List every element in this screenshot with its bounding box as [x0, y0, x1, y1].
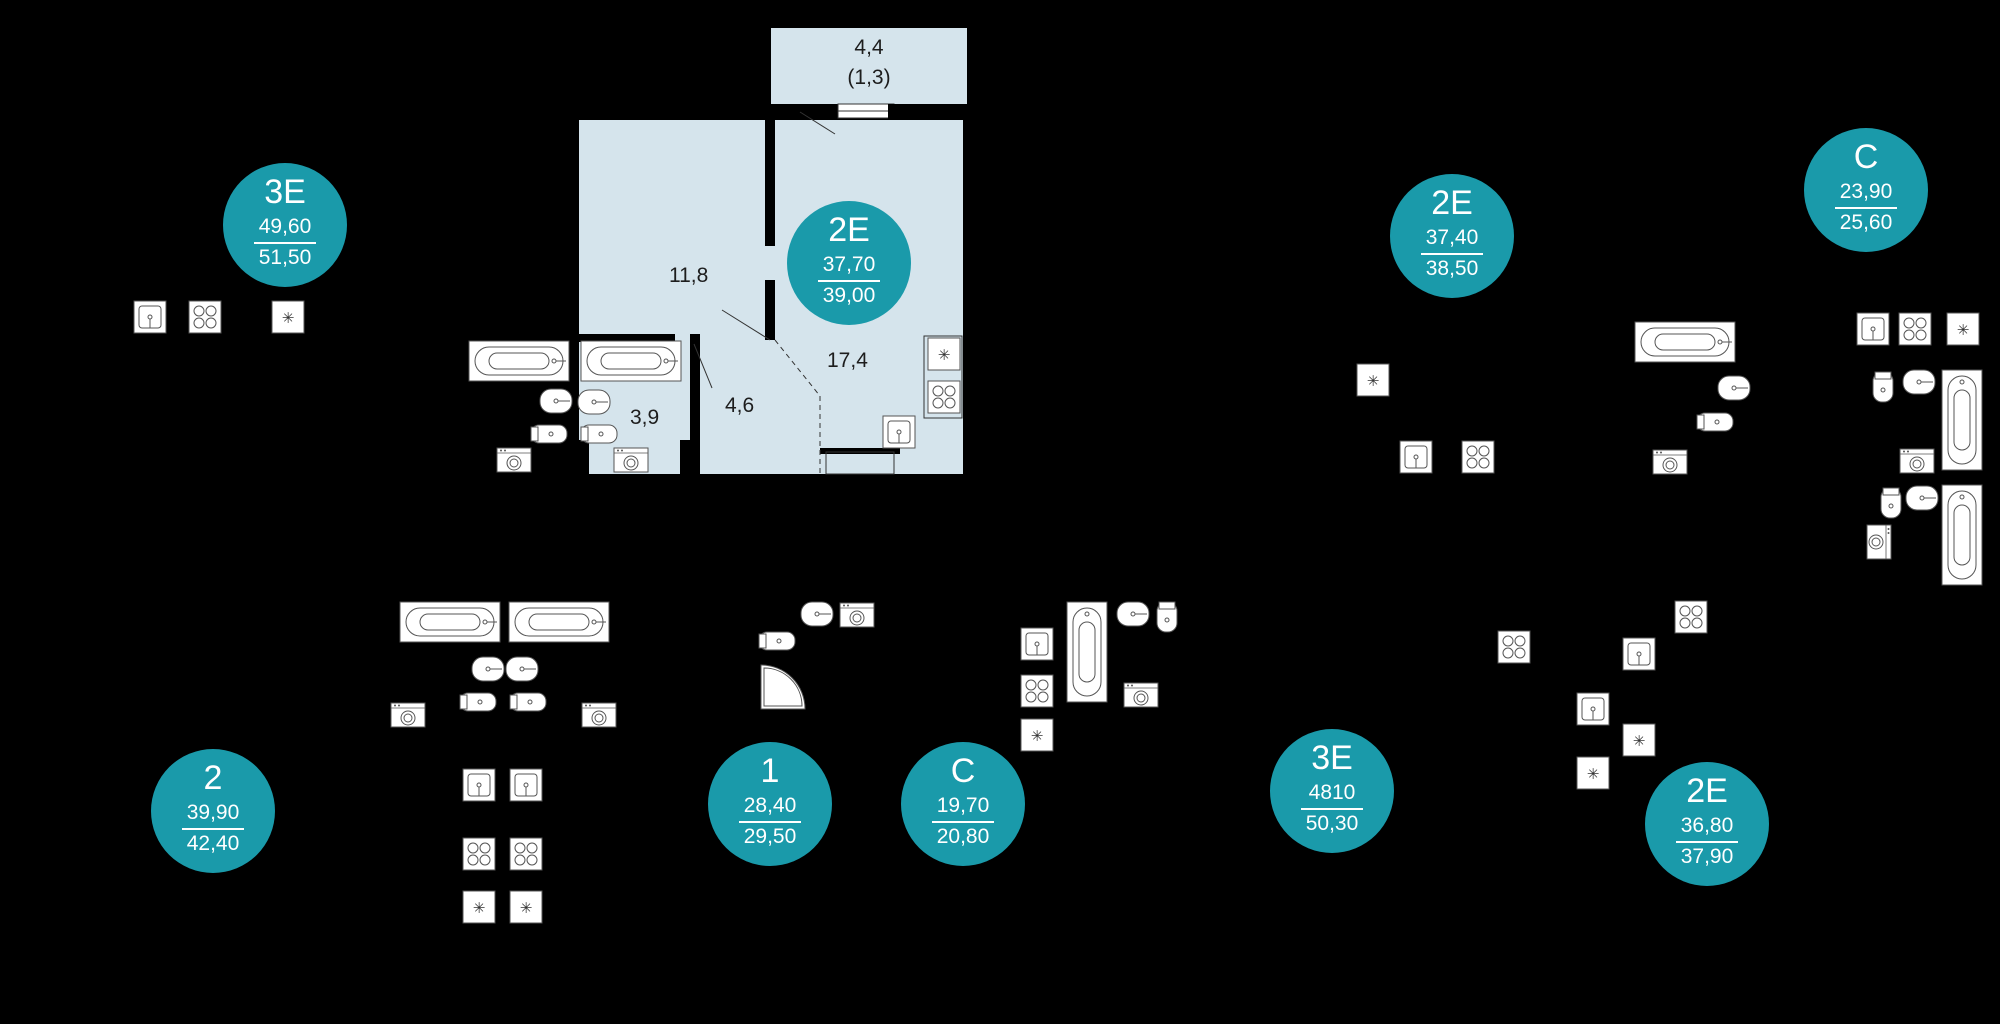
apartment-badge[interactable]: C 23,90 25,60	[1804, 128, 1928, 252]
apartment-badge[interactable]: 2E 36,80 37,90	[1645, 762, 1769, 886]
balcony-area-reduced-label: (1,3)	[847, 66, 891, 89]
apartment-type: C	[950, 752, 976, 790]
total-area: 20,80	[936, 825, 990, 848]
living-area: 4810	[1308, 781, 1356, 804]
wall	[579, 334, 675, 342]
apartment-type: 2	[203, 759, 223, 797]
fixtures-top-left	[133, 300, 573, 473]
total-area: 25,60	[1839, 211, 1893, 234]
apartment-type: 3E	[1311, 739, 1353, 777]
apartment-badge[interactable]: 3E 49,60 51,50	[223, 163, 347, 287]
apartment-type: 2E	[1686, 772, 1728, 810]
wall	[765, 280, 775, 340]
apartment-badge[interactable]: 3E 4810 50,30	[1270, 729, 1394, 853]
kitchen-area-label: 17,4	[827, 349, 868, 372]
wall	[788, 104, 798, 120]
living-area: 19,70	[936, 794, 990, 817]
apartment-badge[interactable]: C 19,70 20,80	[901, 742, 1025, 866]
total-area: 50,30	[1305, 812, 1359, 835]
apartment-type: 3E	[264, 173, 306, 211]
total-area: 37,90	[1680, 845, 1734, 868]
total-area: 51,50	[258, 246, 312, 269]
divider	[1301, 808, 1363, 810]
apartment-type: 2E	[828, 211, 870, 249]
apartment-badge[interactable]: 1 28,40 29,50	[708, 742, 832, 866]
balcony-area-label: 4,4	[854, 36, 884, 59]
hall-area-label: 4,6	[725, 394, 755, 417]
wall	[765, 118, 775, 246]
wall	[820, 448, 900, 454]
divider	[1835, 207, 1897, 209]
divider	[182, 828, 244, 830]
apartment-badge[interactable]: 2 39,90 42,40	[151, 749, 275, 873]
fixtures-right-center	[1356, 321, 1751, 475]
divider	[1676, 841, 1738, 843]
apartment-type: C	[1853, 138, 1879, 176]
divider	[818, 280, 880, 282]
living-area: 37,70	[822, 253, 876, 276]
room-area-label: 11,8	[669, 264, 709, 287]
apartment-badge[interactable]: 2E 37,40 38,50	[1390, 174, 1514, 298]
apartment-plan	[577, 28, 967, 475]
bathroom-area-label: 3,9	[630, 406, 660, 429]
total-area: 38,50	[1425, 257, 1479, 280]
fixtures-bottom-right	[1497, 600, 1708, 790]
wall	[690, 334, 700, 474]
divider	[739, 821, 801, 823]
total-area: 39,00	[822, 284, 876, 307]
room-floor	[579, 120, 771, 474]
living-area: 28,40	[743, 794, 797, 817]
divider	[932, 821, 994, 823]
wall	[680, 440, 690, 474]
apartment-type: 1	[760, 752, 780, 790]
living-area: 37,40	[1425, 226, 1479, 249]
living-area: 23,90	[1839, 180, 1893, 203]
balcony-floor	[771, 28, 967, 104]
apartment-badge[interactable]: 2E 37,70 39,00	[787, 201, 911, 325]
living-area: 49,60	[258, 215, 312, 238]
total-area: 42,40	[186, 832, 240, 855]
fixtures-left	[390, 601, 617, 924]
fixtures-center	[758, 601, 1178, 752]
total-area: 29,50	[743, 825, 797, 848]
divider	[1421, 253, 1483, 255]
fixtures-far-right	[1856, 312, 1983, 586]
living-area: 39,90	[186, 801, 240, 824]
apartment-type: 2E	[1431, 184, 1473, 222]
wall	[579, 440, 589, 474]
wall	[888, 104, 898, 120]
living-area: 36,80	[1680, 814, 1734, 837]
divider	[254, 242, 316, 244]
